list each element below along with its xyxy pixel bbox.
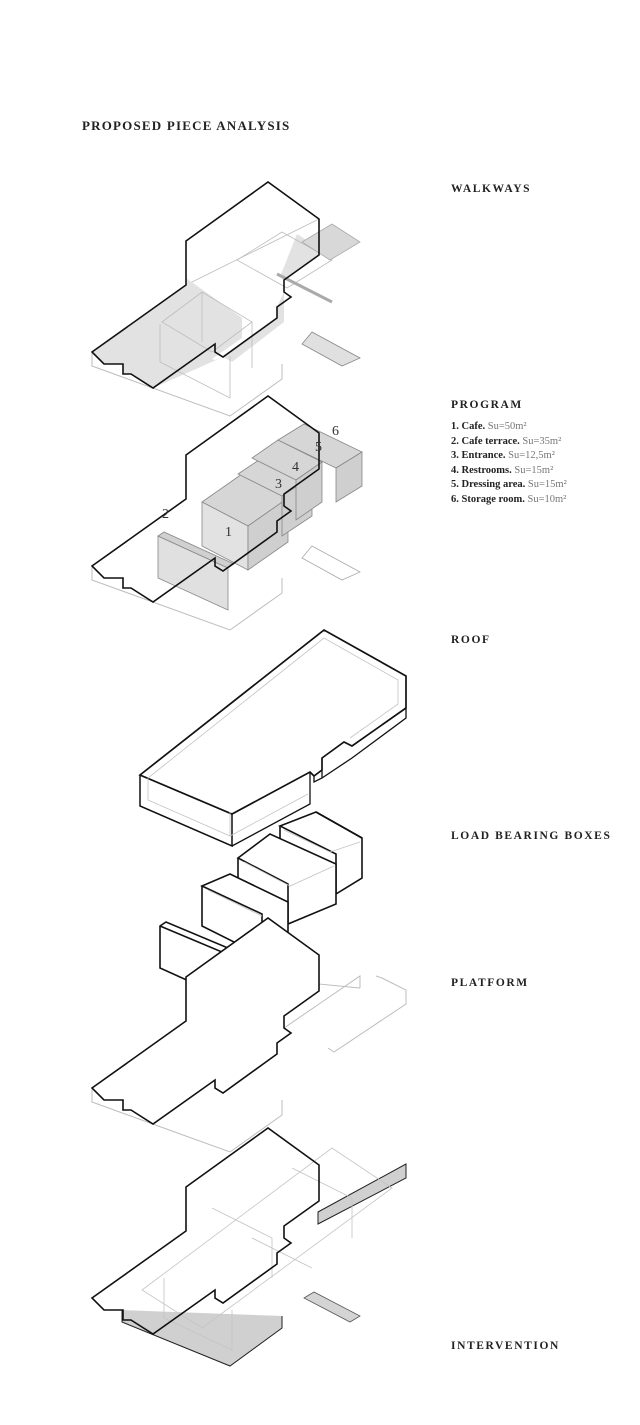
load-bearing-hidden-lines	[207, 829, 361, 917]
platform-layer	[91, 917, 407, 1153]
box-number: 2	[162, 507, 169, 522]
walkways-layer	[91, 181, 361, 417]
program-item: 3. Entrance. Su=12,5m²	[451, 450, 555, 462]
roof-layer	[138, 628, 407, 848]
program-item: 5. Dressing area. Su=15m²	[451, 479, 567, 491]
layer-label-load-bearing-boxes: LOAD BEARING BOXES	[451, 830, 612, 842]
program-item: 4. Restrooms. Su=15m²	[451, 464, 554, 476]
layer-label-program: PROGRAM	[451, 399, 523, 411]
layer-label-walkways: WALKWAYS	[451, 183, 532, 195]
box-number: 5	[315, 440, 322, 455]
program-item: 2. Cafe terrace. Su=35m²	[451, 435, 562, 447]
program-layer: 1 2 3 4 5 6	[91, 395, 363, 631]
box-number: 4	[292, 460, 299, 475]
layer-label-platform: PLATFORM	[451, 977, 529, 989]
page-title: PROPOSED PIECE ANALYSIS	[82, 118, 291, 133]
program-item: 6. Storage room. Su=10m²	[451, 493, 567, 505]
program-legend: 1. Cafe. Su=50m² 2. Cafe terrace. Su=35m…	[451, 420, 567, 508]
layer-label-intervention: INTERVENTION	[451, 1340, 560, 1352]
program-item: 1. Cafe. Su=50m²	[451, 421, 527, 432]
intervention-layer	[91, 1127, 407, 1367]
layer-label-roof: ROOF	[451, 634, 491, 646]
box-number: 6	[332, 424, 339, 439]
box-number: 3	[275, 477, 282, 492]
box-number: 1	[225, 525, 232, 540]
